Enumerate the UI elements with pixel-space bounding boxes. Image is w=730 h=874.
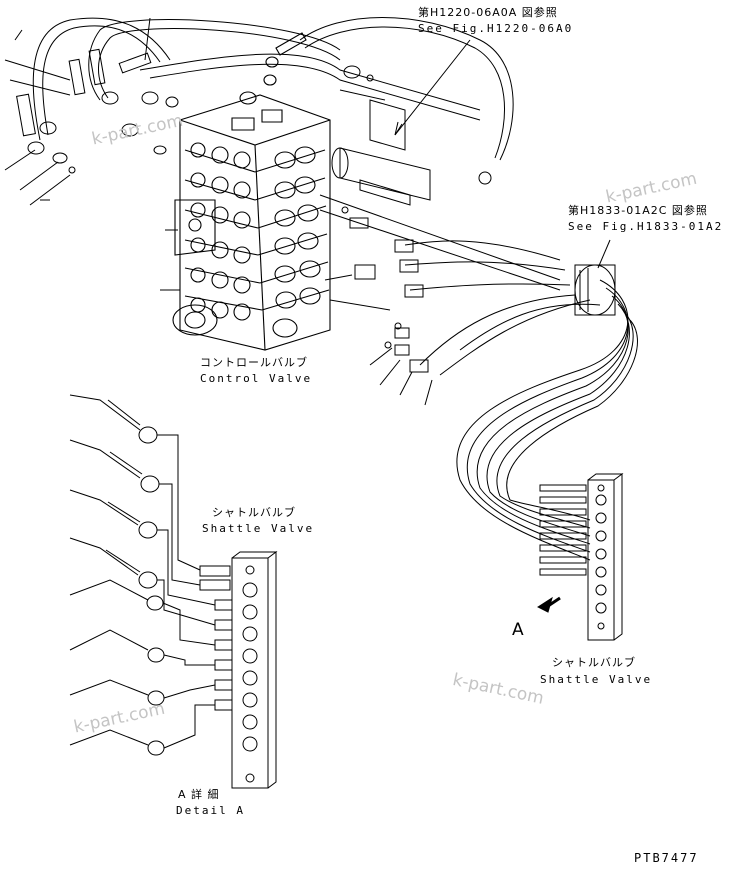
shuttle-valve-label-jp: シャトルバルブ (212, 506, 296, 519)
reference-top-jp: 第H1220-06A0A 図参照 (418, 6, 558, 19)
detail-a-label-jp: A 詳 細 (178, 788, 220, 801)
control-valve-block (160, 33, 330, 350)
shuttle-valve-right-label-en: Shattle Valve (540, 673, 653, 686)
control-valve-label-en: Control Valve (200, 372, 313, 385)
right-hoses (457, 280, 638, 640)
reference-top-en: See Fig.H1220-06A0 (418, 22, 574, 35)
control-valve-label-jp: コントロールバルブ (200, 356, 308, 369)
reference-leaders (395, 40, 610, 268)
drawing-number: PTB7477 (634, 851, 699, 865)
bracket-assembly (320, 66, 560, 290)
upper-hose-loops (33, 18, 513, 161)
reference-mid-jp: 第H1833-01A2C 図参照 (568, 204, 708, 217)
shuttle-valve-right-label-jp: シャトルバルブ (552, 656, 636, 669)
left-fittings (5, 18, 178, 205)
detail-a-label-en: Detail A (176, 804, 245, 817)
view-marker-a: A (512, 620, 524, 640)
pipe-bundle (325, 207, 615, 405)
detail-a (70, 395, 276, 788)
shuttle-valve-label-en: Shattle Valve (202, 522, 315, 535)
reference-mid-en: See Fig.H1833-01A2 (568, 220, 724, 233)
